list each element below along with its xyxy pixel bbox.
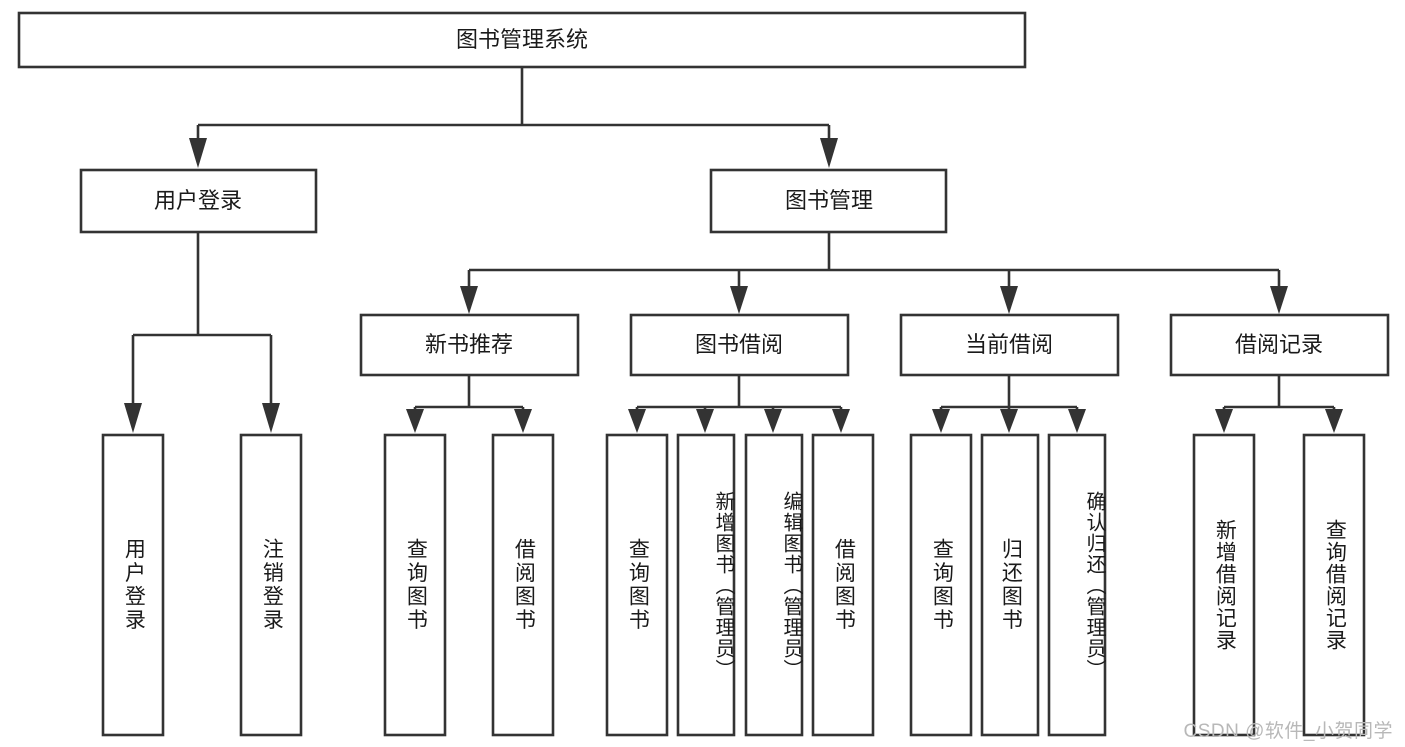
arrow-to-leaf-user-login (124, 403, 142, 433)
node-book-manage-label: 图书管理 (785, 188, 873, 213)
leaf-box-borrow-book-bb[interactable] (811, 433, 875, 737)
node-user-login-label: 用户登录 (154, 188, 242, 213)
node-book-manage-box[interactable] (709, 168, 948, 234)
leaf-box-query-borrow-record[interactable] (1302, 433, 1366, 737)
node-book-borrow-box[interactable] (629, 313, 850, 377)
arrow-to-user-login (189, 138, 207, 168)
arrow-to-bb-leaf-2 (696, 409, 714, 433)
arrow-to-borrow-record (1270, 286, 1288, 314)
arrow-to-bb-leaf-3 (764, 409, 782, 433)
node-root-label: 图书管理系统 (456, 27, 588, 52)
arrow-to-book-borrow (730, 286, 748, 314)
arrow-to-bb-leaf-4 (832, 409, 850, 433)
watermark-text: CSDN @软件_小贺同学 (1183, 721, 1393, 742)
arrow-to-br-leaf-2 (1325, 409, 1343, 433)
node-root-box[interactable] (17, 11, 1027, 69)
node-new-book-recommend-label: 新书推荐 (425, 332, 513, 357)
arrow-to-cb-leaf-1 (932, 409, 950, 433)
leaf-box-query-book-bb[interactable] (605, 433, 669, 737)
leaf-box-return-book[interactable] (980, 433, 1040, 737)
leaf-box-query-book-nbr[interactable] (383, 433, 447, 737)
leaf-box-borrow-book-nbr[interactable] (491, 433, 555, 737)
arrow-to-nbr-leaf-2 (514, 409, 532, 433)
node-current-borrow-label: 当前借阅 (965, 332, 1053, 357)
arrow-to-br-leaf-1 (1215, 409, 1233, 433)
node-book-borrow-label: 图书借阅 (695, 332, 783, 357)
arrow-to-nbr-leaf-1 (406, 409, 424, 433)
leaf-box-edit-book-admin[interactable] (744, 433, 804, 737)
node-current-borrow-box[interactable] (899, 313, 1120, 377)
leaf-box-logout[interactable] (239, 433, 303, 737)
arrow-to-new-book-recommend (460, 286, 478, 314)
node-new-book-recommend-box[interactable] (359, 313, 580, 377)
arrow-to-cb-leaf-2 (1000, 409, 1018, 433)
arrow-to-leaf-logout (262, 403, 280, 433)
node-borrow-record-label: 借阅记录 (1235, 332, 1323, 357)
leaf-box-add-book-admin[interactable] (676, 433, 736, 737)
arrow-to-current-borrow (1000, 286, 1018, 314)
leaf-box-add-borrow-record[interactable] (1192, 433, 1256, 737)
leaf-box-confirm-return-admin[interactable] (1047, 433, 1107, 737)
arrow-to-cb-leaf-3 (1068, 409, 1086, 433)
arrow-to-bb-leaf-1 (628, 409, 646, 433)
arrow-to-book-manage (820, 138, 838, 168)
leaf-box-user-login[interactable] (101, 433, 165, 737)
node-borrow-record-box[interactable] (1169, 313, 1390, 377)
leaf-box-query-book-cb[interactable] (909, 433, 973, 737)
